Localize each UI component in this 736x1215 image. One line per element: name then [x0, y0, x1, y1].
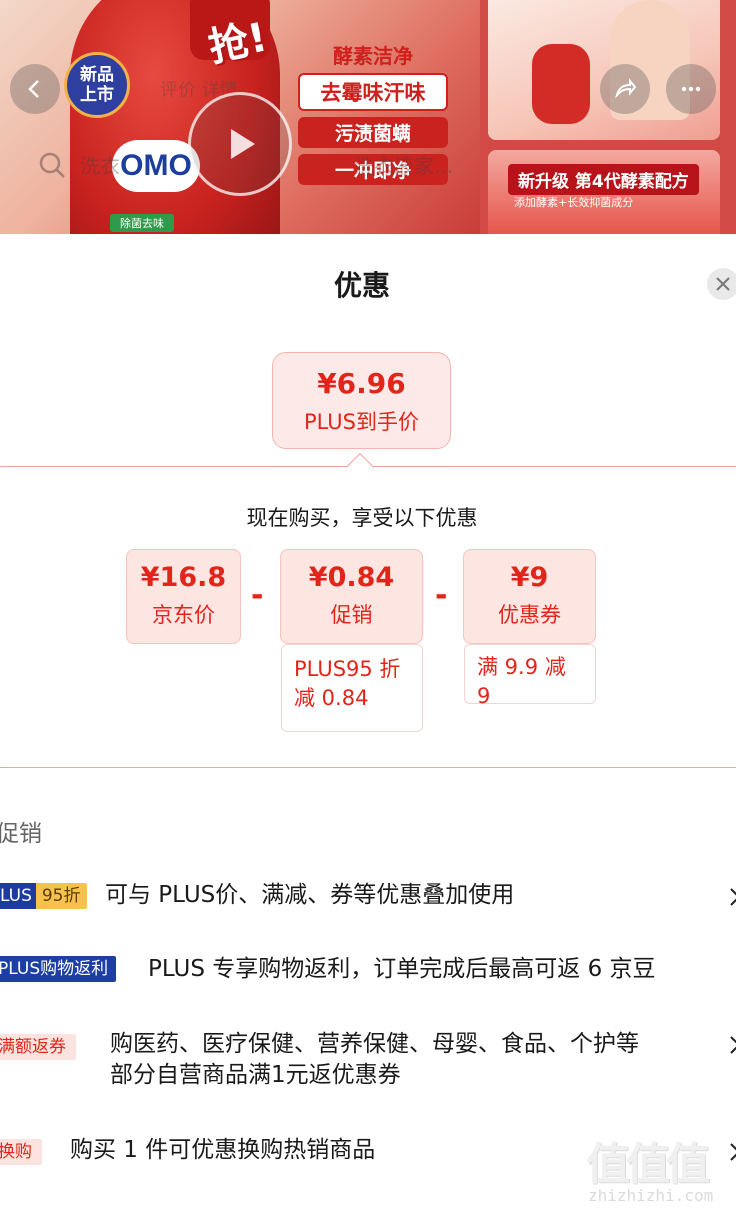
grab-promo-text: 抢! [204, 14, 272, 72]
back-button[interactable] [10, 64, 60, 114]
plus-tag-part: LUS [0, 883, 36, 909]
minus-sign: - [251, 578, 264, 613]
discount-tag-part: 95折 [35, 883, 87, 909]
plus95-tag: LUS 95折 [0, 883, 87, 909]
final-price-value: ¥6.96 [317, 367, 406, 400]
new-product-badge: 新品 上市 [64, 52, 130, 118]
promo-note: PLUS95 折 减 0.84 [281, 644, 423, 732]
share-button[interactable] [600, 64, 650, 114]
promotions-section-label: 促销 [0, 821, 42, 847]
breakdown-heading: 现在购买，享受以下优惠 [246, 506, 478, 530]
side-subtitle: 添加酵素+长效抑菌成分 [514, 196, 634, 209]
jd-price-value: ¥16.8 [140, 562, 227, 593]
product-feature-tag: 除菌去味 [110, 214, 174, 232]
promo-row-coupon-return[interactable]: 满额返券 购医药、医疗保健、营养保健、母婴、食品、个护等 部分自营商品满1元返优… [0, 1029, 736, 1093]
promo-row-exchange[interactable]: 换购 购买 1 件可优惠换购热销商品 [0, 1134, 736, 1174]
final-price-card: ¥6.96 PLUS到手价 [272, 352, 451, 449]
play-video-button[interactable] [188, 92, 292, 196]
model-image [610, 0, 690, 120]
ghost-search-right: 洗衣液家... [354, 154, 454, 178]
side-title: 新升级 第4代酵素配方 [508, 164, 699, 195]
minus-sign: - [435, 578, 448, 613]
promo-value: ¥0.84 [308, 562, 395, 593]
final-price-label: PLUS到手价 [303, 410, 420, 434]
promo-cell: ¥0.84 促销 [280, 549, 423, 644]
slogan-line-3: 污渍菌螨 [298, 117, 448, 148]
coupon-value: ¥9 [510, 562, 549, 593]
site-watermark: 值值值 zhizhizhi.com [586, 1128, 726, 1208]
product-banner: OMO 新品 上市 抢! 酵素洁净 去霉味汗味 污渍菌螨 一冲即净 除菌去味 新… [0, 0, 736, 234]
promo-text-line-1: 购医药、医疗保健、营养保健、母婴、食品、个护等 [110, 1031, 639, 1057]
search-icon [39, 152, 65, 178]
play-icon [231, 129, 255, 159]
chevron-right-icon [730, 1143, 736, 1161]
chevron-right-icon [730, 1036, 736, 1054]
share-icon [615, 78, 637, 99]
plus-rebate-tag: PLUS购物返利 [0, 956, 117, 982]
promo-row-plus-rebate[interactable]: PLUS购物返利 PLUS 专享购物返利，订单完成后最高可返 6 京豆 [0, 953, 736, 993]
close-button[interactable] [707, 268, 736, 300]
coupon-return-tag: 满额返券 [0, 1034, 76, 1060]
sheet-title: 优惠 [333, 269, 390, 302]
coupon-label: 优惠券 [498, 603, 561, 627]
jd-price-label: 京东价 [152, 603, 215, 627]
promo-text: 可与 PLUS价、满减、券等优惠叠加使用 [105, 882, 515, 908]
chevron-right-icon [730, 888, 736, 906]
slogan-line-1: 酵素洁净 [333, 44, 413, 68]
product-bottle-cap [190, 0, 270, 60]
exchange-tag: 换购 [0, 1139, 42, 1165]
watermark-url: zhizhizhi.com [588, 1186, 714, 1205]
coupon-cell: ¥9 优惠券 [463, 549, 596, 644]
discount-sheet: 优惠 ¥6.96 PLUS到手价 现在购买，享受以下优惠 ¥16.8 京东价 -… [0, 234, 736, 1215]
promo-text: 购买 1 件可优惠换购热销商品 [70, 1137, 376, 1163]
ghost-search-left: 洗衣 [80, 154, 120, 178]
back-arrow-icon [28, 80, 39, 98]
promo-text-line-2: 部分自营商品满1元返优惠券 [110, 1062, 401, 1088]
ghost-search-bar: 洗衣 洗衣液家... [38, 150, 453, 179]
jd-price-cell: ¥16.8 京东价 [126, 549, 241, 644]
promo-text: PLUS 专享购物返利，订单完成后最高可返 6 京豆 [148, 956, 656, 982]
brand-logo: OMO [112, 140, 200, 192]
more-button[interactable] [666, 64, 716, 114]
slogan-line-2: 去霉味汗味 [298, 73, 448, 111]
promo-label: 促销 [330, 603, 373, 627]
promo-row-plus95[interactable]: LUS 95折 可与 PLUS价、满减、券等优惠叠加使用 [0, 877, 736, 917]
watermark-logo: 值值值 [586, 1139, 710, 1190]
close-icon [716, 277, 730, 291]
side-bottle-image [532, 44, 590, 124]
slogan-line-4: 一冲即净 [298, 154, 448, 185]
more-icon [681, 86, 701, 92]
product-slogan: 酵素洁净 去霉味汗味 污渍菌螨 一冲即净 [298, 40, 448, 185]
coupon-note: 满 9.9 减 9 [464, 644, 596, 708]
